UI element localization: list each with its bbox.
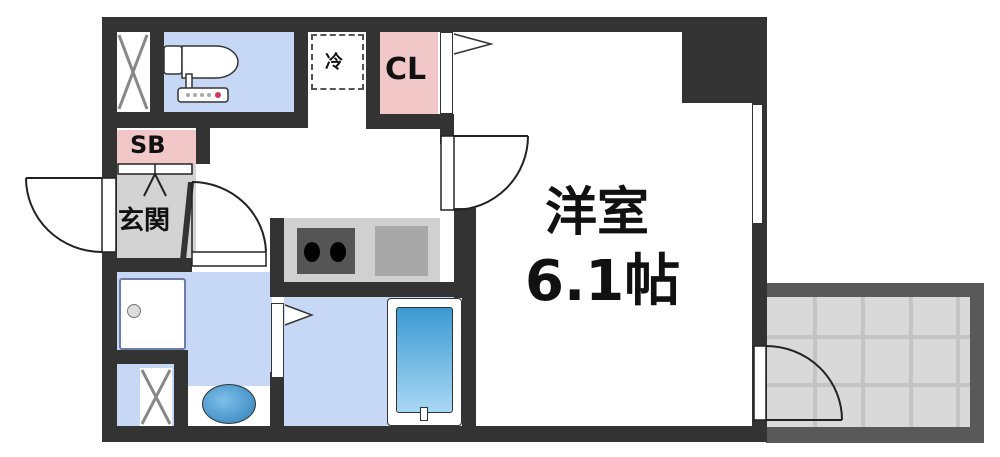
wall-bath-right [462, 282, 476, 432]
balcony [766, 283, 984, 443]
wall-closet-bottom [366, 114, 454, 129]
wall-toilet-right [294, 17, 308, 117]
wall-kitchen-left [270, 218, 284, 284]
shoe-shelf [117, 163, 193, 197]
closet-label: CL [385, 52, 427, 87]
wall-closet-left [366, 17, 380, 129]
balcony-wall-bottom [766, 427, 984, 443]
balcony-wall-right [970, 283, 984, 443]
fridge-space [311, 34, 364, 90]
balcony-tile-grid [766, 283, 984, 443]
window [752, 104, 763, 224]
balcony-wall-top [766, 283, 984, 297]
shoe-box [116, 130, 196, 164]
washing-machine-pan [119, 278, 186, 350]
balcony-door[interactable] [752, 344, 848, 424]
wall-kitchen-bottom [270, 282, 476, 297]
wall-toilet-left [150, 17, 164, 117]
burner-icon [330, 242, 346, 262]
closet-door[interactable] [440, 32, 453, 114]
bathroom-door[interactable] [271, 303, 284, 378]
room-door[interactable] [440, 134, 530, 214]
toilet-icon [164, 45, 239, 103]
western-room-label: 洋室 [545, 183, 650, 243]
wall-sb-right [196, 128, 210, 164]
wall-storage-right [174, 350, 188, 430]
washbasin-icon [202, 384, 256, 424]
wall-toilet-bottom [102, 112, 308, 128]
closet [380, 32, 438, 114]
wall-entrance-bottom [102, 258, 192, 272]
wall-room-left [454, 208, 476, 298]
burner-icon [304, 242, 320, 262]
wall-washroom-right [270, 372, 284, 432]
entrance-inner-door[interactable] [180, 180, 270, 272]
wall-washroom-mid [102, 350, 186, 364]
bathtub-basin [396, 307, 453, 413]
bathtub [387, 298, 462, 426]
bathroom-door-arrow-icon [284, 304, 314, 326]
wall-bottom [102, 426, 766, 442]
faucet-icon [420, 407, 428, 421]
entrance-label: 玄関 [118, 206, 171, 236]
storage-x-icon [140, 368, 172, 426]
pillar-top-right [682, 17, 766, 103]
storage-x-icon [117, 33, 149, 111]
western-room-size: 6.1帖 [525, 249, 681, 314]
closet-door-arrow-icon [453, 33, 493, 55]
front-door[interactable] [24, 176, 118, 256]
drain-icon [127, 304, 141, 318]
fridge-label: 冷 [325, 52, 343, 73]
kitchen-sink [375, 226, 428, 276]
shoe-box-label: SB [130, 131, 166, 159]
wall-top [102, 17, 766, 32]
